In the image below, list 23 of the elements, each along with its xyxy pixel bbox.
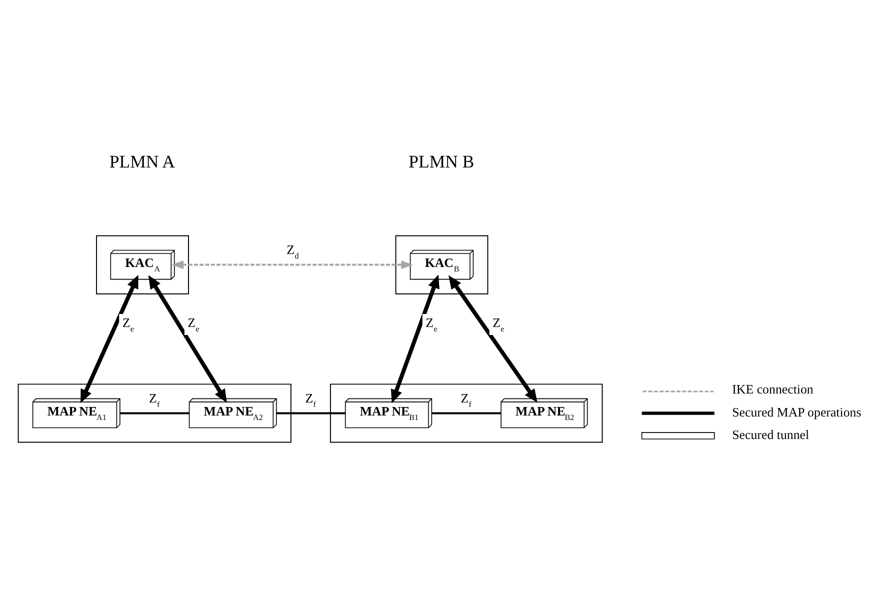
edge-label: Z$_{e}$: [492, 315, 504, 333]
arrow: [171, 260, 414, 269]
connector: [120, 412, 190, 414]
cluster: [330, 383, 603, 442]
edge-label: Z$_{f}$: [460, 391, 472, 409]
connector: [432, 412, 501, 414]
arrow: [448, 274, 538, 402]
edge-label: Z$_{e}$: [122, 315, 134, 333]
cluster: [18, 383, 292, 442]
edge-label: Z$_{d}$: [286, 242, 299, 260]
edge-label: Z$_{f}$: [305, 391, 316, 409]
cluster: [96, 234, 189, 294]
legend-label: Secured tunnel: [732, 427, 810, 442]
connector: [276, 412, 346, 414]
edge-label: Z$_{e}$: [426, 315, 438, 333]
label: PLMN A: [109, 151, 175, 172]
arrow: [148, 274, 227, 402]
legend-label: IKE connection: [732, 382, 814, 396]
edge-label: Z$_{e}$: [188, 315, 200, 333]
cluster: [395, 234, 488, 294]
label: PLMN B: [408, 151, 474, 172]
edge-label: Z$_{f}$: [148, 391, 160, 409]
legend-label: Secured MAP operations: [732, 404, 862, 419]
